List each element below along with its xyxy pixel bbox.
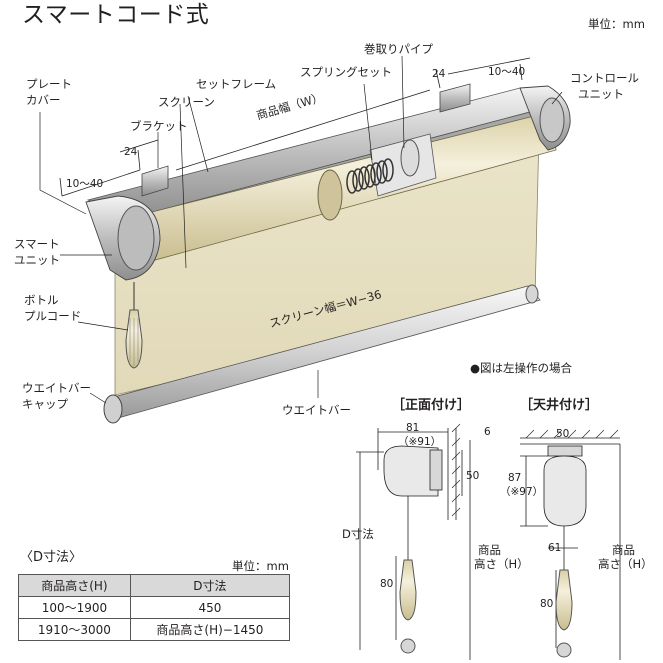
label-set-frame: セットフレーム xyxy=(196,77,277,91)
label-weight-bar-cap-1: ウエイトバー xyxy=(22,381,91,395)
table-header-cell: 商品高さ(H) xyxy=(18,574,131,597)
bracket-left xyxy=(141,165,169,197)
unit-label-top: 単位：mm xyxy=(588,17,645,31)
ceiling-dim-61: 61 xyxy=(548,542,562,554)
ceiling-dim-97: （※97） xyxy=(500,486,544,498)
ceiling-dim-50: 50 xyxy=(556,428,570,440)
table-row: 1910〜3000 商品高さ(H)−1450 xyxy=(18,618,291,641)
ceiling-mount-drawing xyxy=(520,437,621,660)
ceiling-mount-title: ［天井付け］ xyxy=(520,398,599,413)
ceiling-dim-80: 80 xyxy=(540,598,554,610)
front-dim-6: 6 xyxy=(484,426,491,438)
bracket-right xyxy=(439,83,471,113)
dim-left-24: 24 xyxy=(124,146,138,158)
front-product-height-2: 高さ（H） xyxy=(474,557,529,571)
table-cell: 1910〜3000 xyxy=(18,618,131,641)
label-spring-set: スプリングセット xyxy=(300,65,392,79)
label-winding-pipe: 巻取りパイプ xyxy=(364,42,433,56)
front-mount-title: ［正面付け］ xyxy=(392,398,471,413)
label-smart-unit-1: スマート xyxy=(14,237,60,251)
ceiling-product-height-2: 高さ（H） xyxy=(598,557,653,571)
table-cell: 商品高さ(H)−1450 xyxy=(129,618,291,641)
front-product-height-1: 商品 xyxy=(478,543,501,557)
ceiling-product-height-1: 商品 xyxy=(612,543,635,557)
d-dimension-table: 商品高さ(H) D寸法 100〜1900 450 1910〜3000 商品高さ(… xyxy=(18,574,291,641)
label-weight-bar-cap-2: キャップ xyxy=(22,397,68,411)
label-control-unit-1: コントロール xyxy=(570,71,639,85)
table-cell: 100〜1900 xyxy=(18,596,131,619)
front-dim-81: 81 xyxy=(406,422,420,434)
table-row: 100〜1900 450 xyxy=(18,596,291,619)
table-cell: 450 xyxy=(129,596,291,619)
label-note: ●図は左操作の場合 xyxy=(470,361,573,375)
label-bracket: ブラケット xyxy=(130,119,188,133)
label-smart-unit-2: ユニット xyxy=(14,253,60,267)
dim-right-24: 24 xyxy=(432,68,446,80)
front-dim-80: 80 xyxy=(380,578,394,590)
table-header-row: 商品高さ(H) D寸法 xyxy=(18,574,291,597)
front-d-dim: D寸法 xyxy=(342,527,374,541)
dim-right-10-40: 10〜40 xyxy=(488,66,526,78)
ceiling-dim-87: 87 xyxy=(508,472,522,484)
label-plate-cover-1: プレート xyxy=(26,77,72,91)
table-header-cell: D寸法 xyxy=(129,574,291,597)
label-bottle-pull-cord-1: ボトル xyxy=(24,293,59,307)
front-dim-91: （※91） xyxy=(398,436,442,448)
label-plate-cover-2: カバー xyxy=(26,93,61,107)
label-bottle-pull-cord-2: プルコード xyxy=(24,309,82,323)
page-title: スマートコード式 xyxy=(22,2,210,28)
label-weight-bar: ウエイトバー xyxy=(282,403,351,417)
front-dim-50: 50 xyxy=(466,470,480,482)
ceiling-pull-cord xyxy=(555,569,573,631)
front-mount-drawing xyxy=(356,428,471,660)
front-pull-cord xyxy=(399,559,417,621)
weight-bar-cap xyxy=(103,394,123,424)
d-table-title: 〈D寸法〉 xyxy=(20,550,83,565)
label-screen: スクリーン xyxy=(158,95,215,109)
d-table-unit: 単位：mm xyxy=(232,559,289,573)
spring-coil xyxy=(346,158,394,194)
label-control-unit-2: ユニット xyxy=(578,87,624,101)
dim-left-10-40: 10〜40 xyxy=(66,178,104,190)
